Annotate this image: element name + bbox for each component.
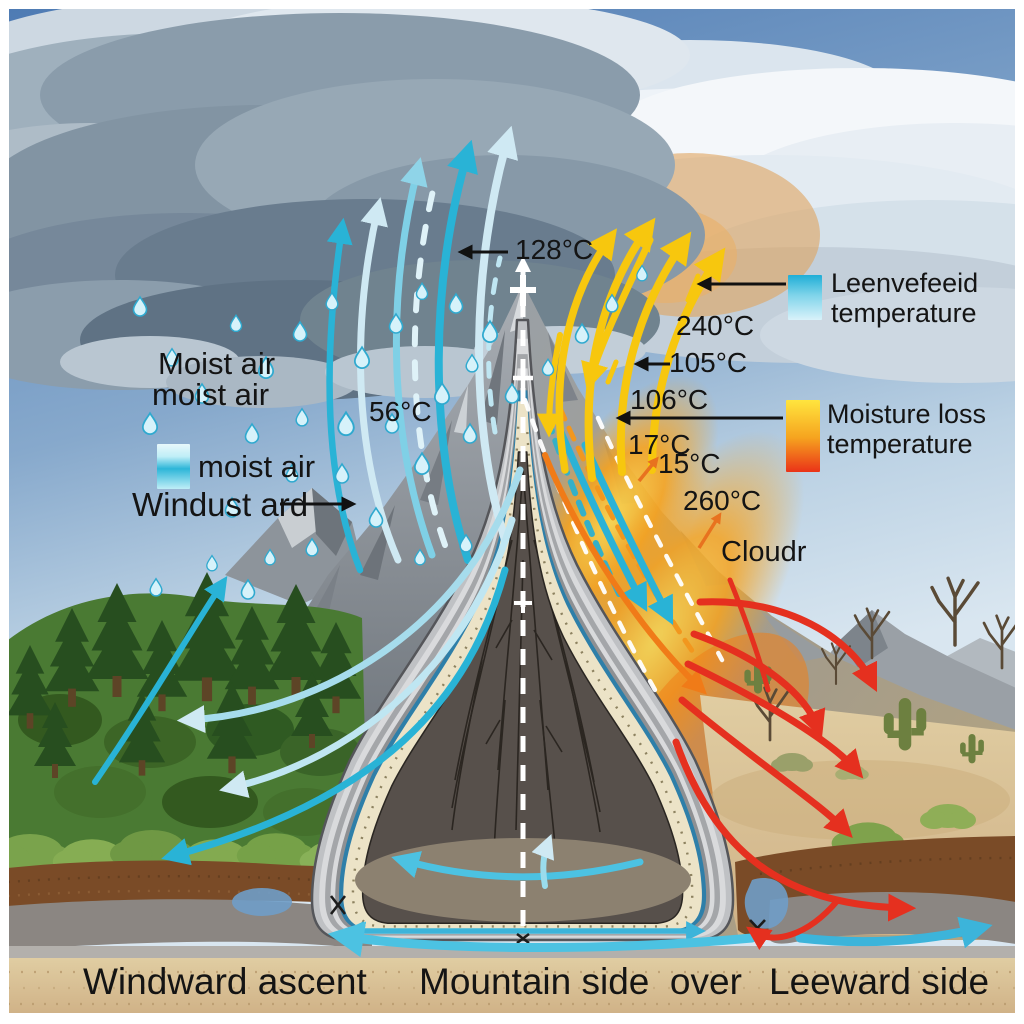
temp-15-label: 15°C (658, 448, 721, 479)
cream-band-speckles (351, 425, 694, 928)
foehn-downslope-arrows (522, 397, 771, 695)
warm-legend-line1: Moisture loss (827, 399, 987, 429)
forest (9, 572, 373, 875)
temp-105-label: 105°C (669, 347, 748, 378)
core-cracks (451, 469, 601, 855)
moist-air-swatch-label: moist air (198, 449, 316, 484)
windward-strata (9, 860, 372, 950)
windward-wind-label: Windust ard (132, 486, 309, 523)
temp-17-label: 17°C (628, 429, 691, 460)
temp-260-label: 260°C (683, 485, 762, 516)
summit-temp-label: 128°C (515, 234, 594, 265)
temp-106-label: 106°C (630, 384, 709, 415)
moist-air-swatch (157, 444, 190, 489)
cloud-label: Cloudr (721, 536, 807, 568)
sand-band (9, 958, 1015, 1013)
summit-divider (510, 256, 536, 936)
orange-tick-arrows (637, 456, 722, 549)
windward-mid-temp: 56°C (369, 396, 432, 427)
footer-mountain-label: Mountain side over (419, 961, 742, 1002)
moist-air-label-caps: Moist air (158, 346, 276, 381)
moist-air-label-lower: moist air (152, 377, 270, 412)
footer-windward-label: Windward ascent (83, 961, 367, 1002)
forest-downslope-arrows (92, 466, 524, 866)
temp-240-label: 240°C (676, 310, 755, 341)
warm-legend-line2: temperature (827, 429, 973, 459)
cool-legend-line2: temperature (831, 298, 977, 328)
annotation-arrows (280, 244, 786, 512)
leeward-hot-arrows (672, 598, 917, 950)
warm-legend-swatch (786, 400, 820, 472)
footer-leeward-label: Leeward side (769, 961, 990, 1002)
windward-updraft-arrows (326, 125, 519, 574)
cool-legend-swatch (788, 275, 822, 320)
valley-flow-arrows (327, 834, 993, 958)
cool-legend-line1: Leenvefeeid (831, 268, 979, 298)
